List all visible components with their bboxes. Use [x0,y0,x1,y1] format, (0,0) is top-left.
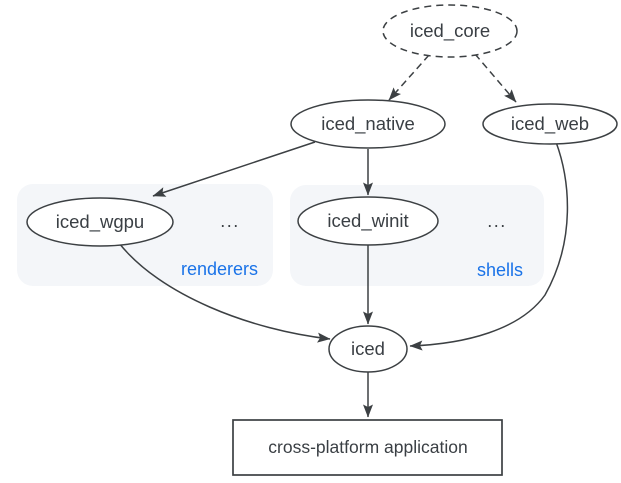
iced-winit-label: iced_winit [327,210,408,232]
iced-wgpu-ellipse [26,197,174,247]
edge-iced_native-to-iced_wgpu [152,141,316,197]
shells-ellipsis: ... [487,211,507,231]
node-iced-winit: iced_winit [297,196,439,246]
iced-winit-ellipse [297,196,439,246]
app-label: cross-platform application [268,437,467,457]
iced-web-ellipse [482,103,618,145]
iced-core-ellipse [382,4,518,58]
node-iced-web: iced_web [482,103,618,145]
edges [118,53,569,418]
edge-iced_web-to-iced [409,141,569,351]
edge-iced_core-to-iced_native [388,54,430,101]
iced-core-label: iced_core [410,20,490,42]
iced-web-label: iced_web [511,113,589,135]
iced-ellipse [328,325,408,373]
node-cross-platform-application: cross-platform application [232,419,503,476]
iced-label: iced [351,338,385,359]
node-iced-core: iced_core [382,4,518,58]
node-iced-wgpu: iced_wgpu [26,197,174,247]
iced-wgpu-label: iced_wgpu [56,211,144,233]
renderers-ellipsis: ... [220,211,240,231]
node-iced: iced [328,325,408,373]
iced-native-ellipse [290,99,446,149]
renderers-group-label: renderers [181,259,258,279]
iced-native-label: iced_native [321,113,415,135]
node-iced-native: iced_native [290,99,446,149]
app-rectangle [232,419,503,476]
edge-iced_core-to-iced_web [474,53,517,103]
edge-iced_wgpu-to-iced [118,242,331,343]
shells-group-label: shells [477,260,523,280]
